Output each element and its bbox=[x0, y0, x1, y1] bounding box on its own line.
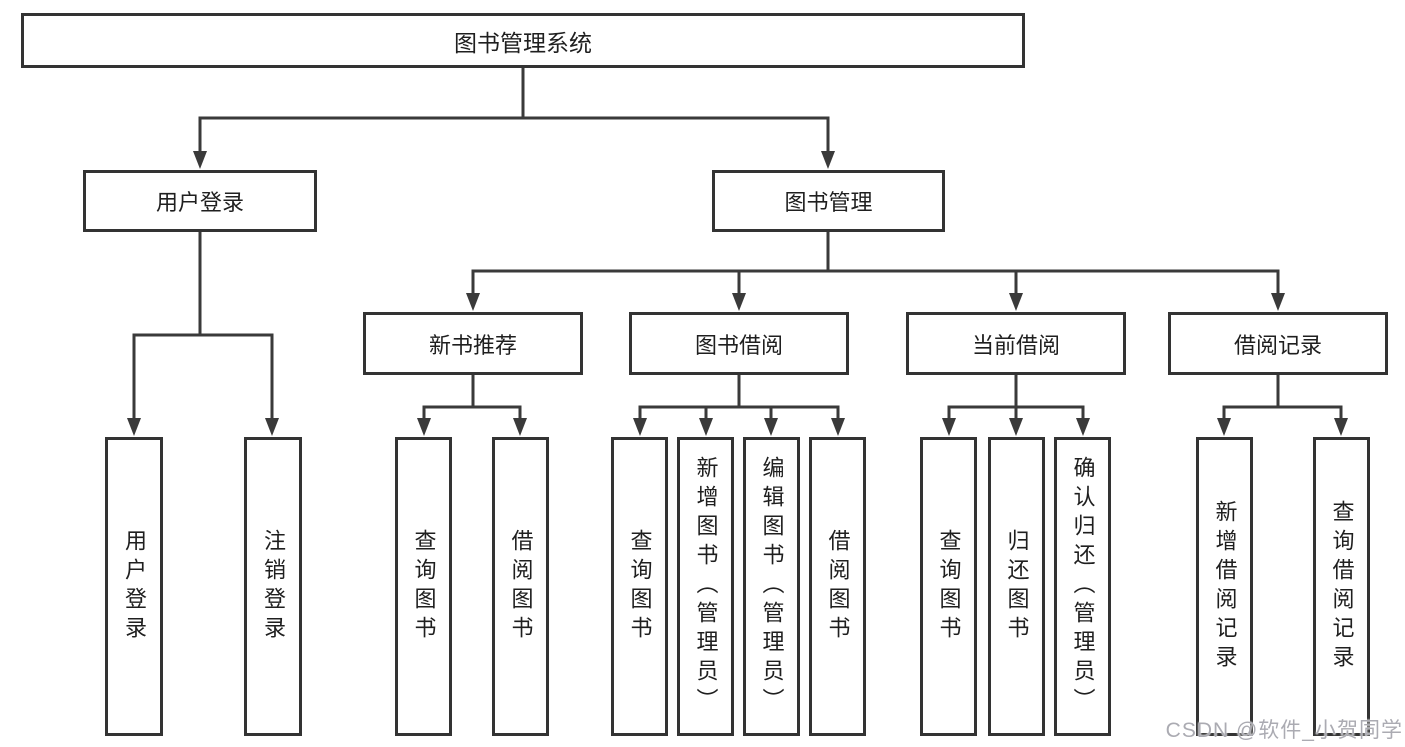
arrowheads-current-borrow-children bbox=[942, 418, 1090, 436]
connector-book-mgmt-to-level3 bbox=[471, 231, 1280, 299]
node-leaf-logout: 注销登录 bbox=[244, 437, 302, 736]
node-leaf-add-book-admin: 新增图书（管理员） bbox=[677, 437, 734, 736]
node-label: 借阅图书 bbox=[825, 528, 851, 645]
node-label: 用户登录 bbox=[155, 190, 244, 215]
node-leaf-borrow-book-recommend: 借阅图书 bbox=[492, 437, 549, 736]
node-leaf-query-book-borrow: 查询图书 bbox=[611, 437, 668, 736]
arrowheads-level2 bbox=[193, 151, 835, 169]
node-current-borrow: 当前借阅 bbox=[906, 312, 1126, 375]
node-label: 用户登录 bbox=[122, 528, 147, 645]
csdn-watermark: CSDN @软件_小贺同学 bbox=[1165, 719, 1403, 742]
connector-borrow-children bbox=[638, 374, 840, 424]
node-book-management: 图书管理 bbox=[712, 170, 945, 232]
node-label: 图书借阅 bbox=[694, 332, 783, 358]
node-label: 查询图书 bbox=[411, 528, 437, 645]
node-leaf-query-book-current: 查询图书 bbox=[920, 437, 977, 736]
connector-current-borrow-children bbox=[947, 374, 1085, 424]
node-root-library-system: 图书管理系统 bbox=[21, 13, 1025, 68]
arrowheads-user-login-children bbox=[127, 418, 279, 436]
node-label: 图书管理 bbox=[784, 190, 873, 215]
node-label: 当前借阅 bbox=[971, 332, 1060, 358]
node-label: 归还图书 bbox=[1004, 528, 1030, 645]
node-label: 新增借阅记录 bbox=[1212, 499, 1238, 674]
node-label: 编辑图书（管理员） bbox=[759, 456, 785, 717]
node-label: 确认归还（管理员） bbox=[1070, 456, 1096, 717]
node-label: 查询图书 bbox=[936, 528, 962, 645]
node-label: 借阅记录 bbox=[1233, 332, 1322, 358]
connector-new-book-children bbox=[422, 374, 522, 424]
node-leaf-return-book: 归还图书 bbox=[988, 437, 1045, 736]
node-label: 查询图书 bbox=[627, 528, 653, 645]
node-label: 借阅图书 bbox=[508, 528, 534, 645]
arrowheads-level3 bbox=[466, 293, 1285, 311]
arrowheads-new-book-children bbox=[417, 418, 527, 436]
node-leaf-edit-book-admin: 编辑图书（管理员） bbox=[743, 437, 800, 736]
arrowheads-records-children bbox=[1217, 418, 1348, 436]
node-leaf-add-borrow-record: 新增借阅记录 bbox=[1196, 437, 1253, 736]
node-leaf-borrow-book: 借阅图书 bbox=[809, 437, 866, 736]
node-label: 查询借阅记录 bbox=[1329, 499, 1355, 674]
node-label: 图书管理系统 bbox=[454, 29, 592, 56]
node-new-book-recommend: 新书推荐 bbox=[363, 312, 583, 375]
node-user-login: 用户登录 bbox=[83, 170, 317, 232]
node-leaf-user-login: 用户登录 bbox=[105, 437, 163, 736]
node-borrow-records: 借阅记录 bbox=[1168, 312, 1388, 375]
node-label: 注销登录 bbox=[261, 528, 286, 645]
node-book-borrow: 图书借阅 bbox=[629, 312, 849, 375]
arrowheads-borrow-children bbox=[633, 418, 845, 436]
node-label: 新书推荐 bbox=[428, 332, 517, 358]
node-leaf-query-borrow-record: 查询借阅记录 bbox=[1313, 437, 1370, 736]
connector-user-login-children bbox=[132, 231, 274, 424]
connector-records-children bbox=[1222, 374, 1343, 424]
node-leaf-query-book-recommend: 查询图书 bbox=[395, 437, 452, 736]
node-label: 新增图书（管理员） bbox=[693, 456, 719, 717]
node-leaf-confirm-return-admin: 确认归还（管理员） bbox=[1054, 437, 1111, 736]
connector-root-to-level2 bbox=[198, 65, 830, 157]
